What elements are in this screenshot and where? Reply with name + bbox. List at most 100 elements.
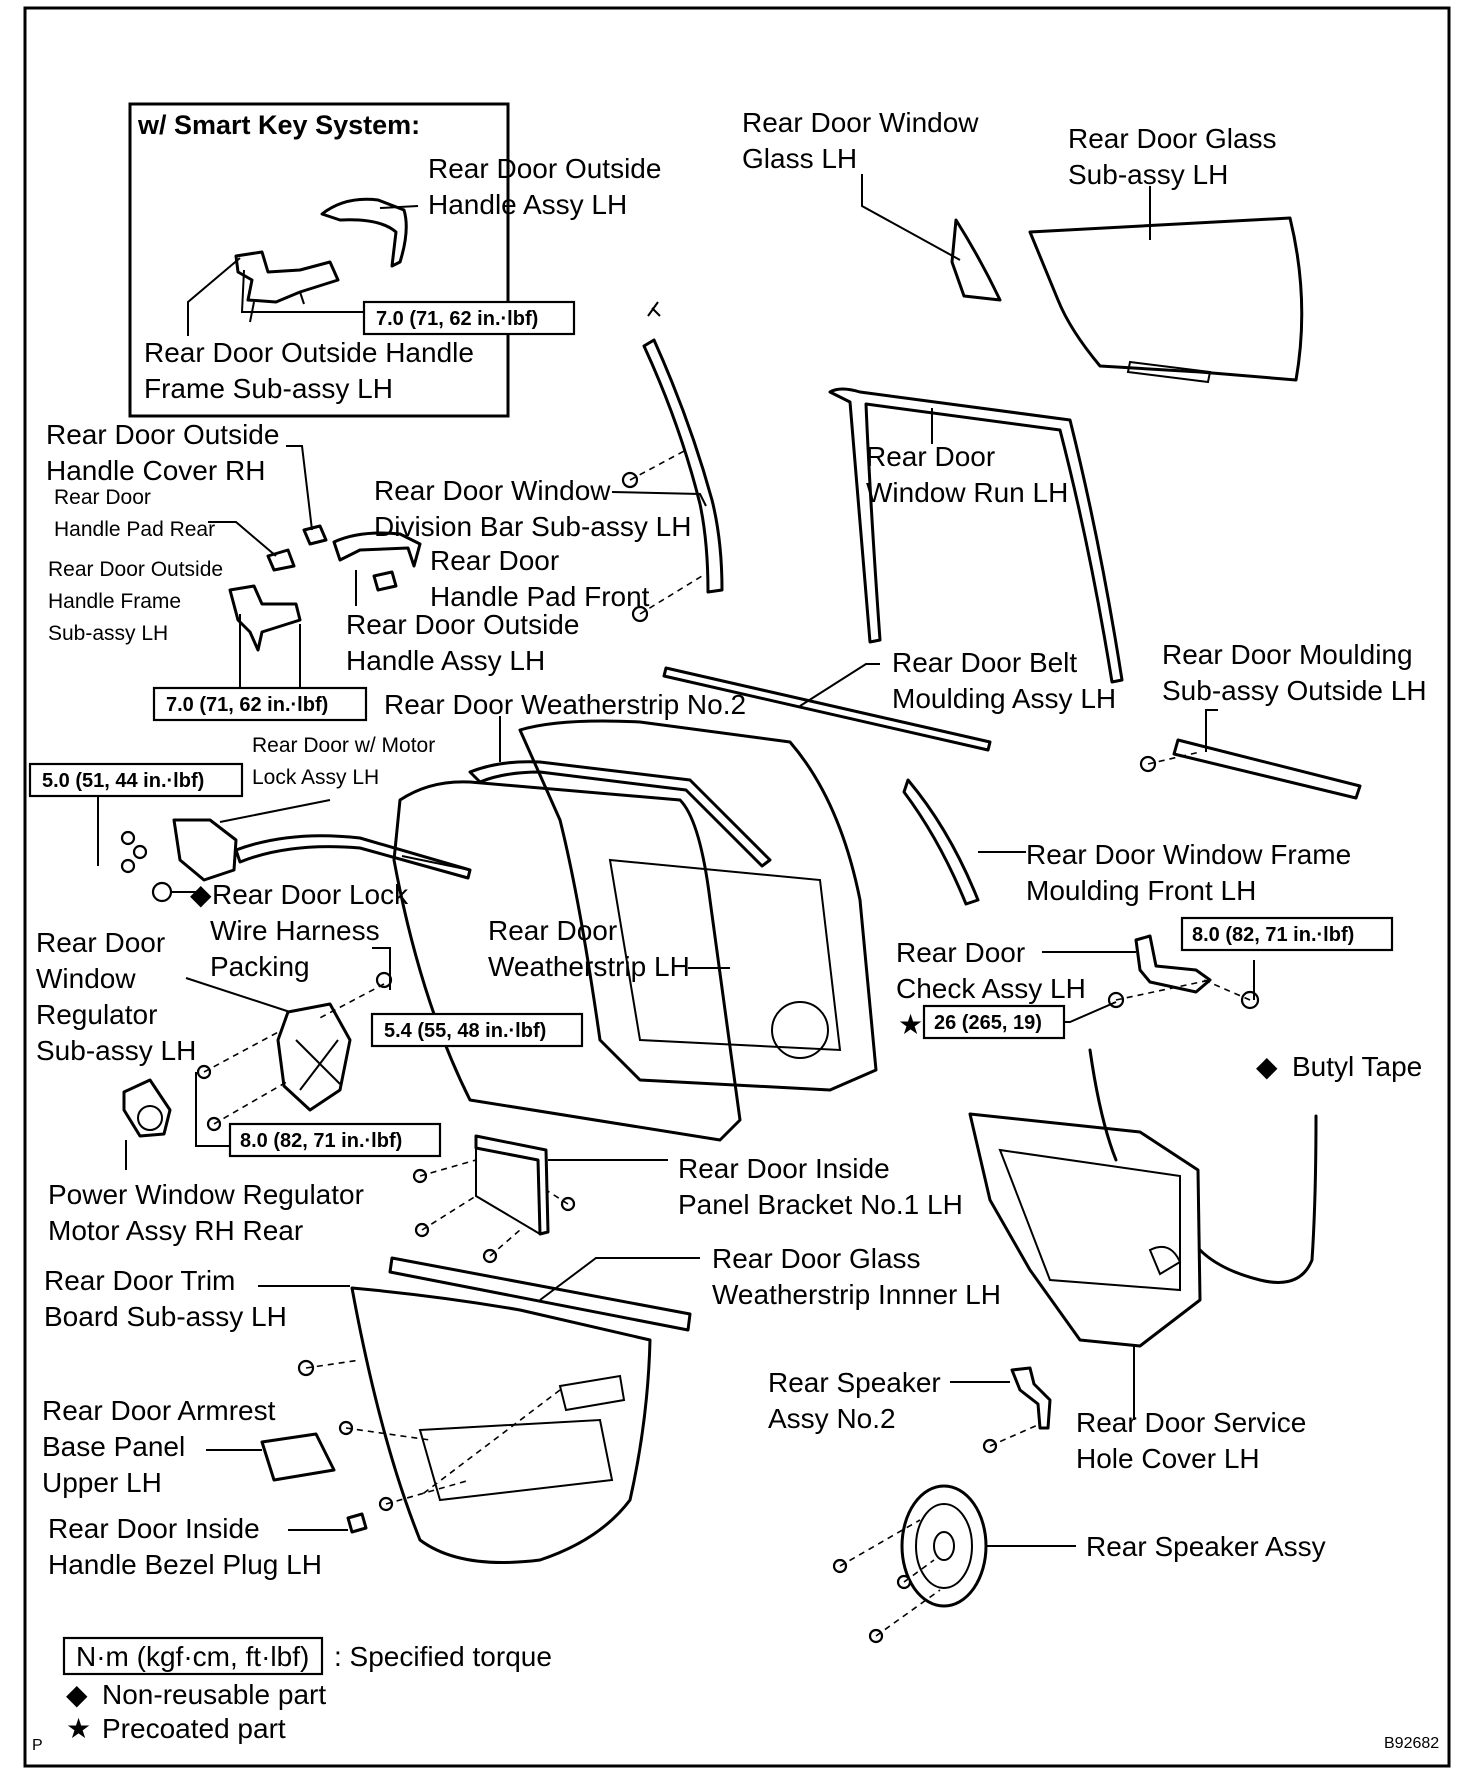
label-pad-front: Rear Door — [430, 545, 559, 576]
packing-icon — [151, 881, 173, 903]
frame-moulding-icon — [902, 778, 980, 906]
pad-front-icon — [372, 570, 398, 592]
precoated-marker: ★ — [898, 1009, 923, 1040]
label-trim-board: Board Sub-assy LH — [44, 1301, 287, 1332]
smart-key-title: w/ Smart Key System: — [137, 110, 420, 140]
label-belt-moulding: Rear Door Belt — [892, 647, 1077, 678]
sk-frame-lead — [240, 269, 364, 313]
torque-regulator-bottom: 8.0 (82, 71 in.·lbf) — [240, 1130, 402, 1152]
label-weatherstrip-no2: Rear Door Weatherstrip No.2 — [384, 689, 746, 720]
label-outside-handle: Rear Door Outside — [346, 609, 579, 640]
label-bezel-plug: Handle Bezel Plug LH — [48, 1549, 322, 1580]
label-motor-lock: Rear Door w/ Motor — [252, 734, 435, 757]
label-pad-rear: Handle Pad Rear — [54, 518, 215, 541]
speaker-no2-icon — [1010, 1366, 1052, 1430]
label-pw-motor: Power Window Regulator — [48, 1179, 364, 1210]
label-division-bar: Rear Door Window — [374, 475, 611, 506]
label-speaker-assy: Rear Speaker Assy — [1086, 1531, 1326, 1562]
corner-mark: P — [32, 1737, 43, 1754]
torque-box-sk — [362, 300, 576, 336]
label-window-run: Rear Door — [866, 441, 995, 472]
label-glass-weatherstrip: Rear Door Glass — [712, 1243, 921, 1274]
legend-torque-text: : Specified torque — [334, 1641, 552, 1672]
legend-torque-box — [62, 1636, 324, 1676]
handle-frame-lead — [239, 614, 301, 689]
lock-assy-icon — [172, 818, 472, 882]
legend-precoated-text: Precoated part — [102, 1713, 286, 1744]
legend-nonreusable-symbol: ◆ — [66, 1679, 88, 1710]
label-sk-handle-frame: Frame Sub-assy LH — [144, 373, 393, 404]
label-pw-motor: Motor Assy RH Rear — [48, 1215, 303, 1246]
belt-moulding-icon — [662, 666, 992, 752]
regulator-torque-lead — [195, 1072, 232, 1147]
label-pad-front: Handle Pad Front — [430, 581, 650, 612]
legend-torque-unit: N·m (kgf·cm, ft·lbf) — [76, 1641, 309, 1672]
label-service-cover: Hole Cover LH — [1076, 1443, 1260, 1474]
label-handle-frame: Sub-assy LH — [48, 622, 168, 645]
trim-board-icon — [350, 1286, 652, 1564]
label-moulding-outside: Sub-assy Outside LH — [1162, 675, 1427, 706]
leader-lines — [125, 174, 1255, 1547]
armrest-icon — [260, 1432, 336, 1482]
label-window-run: Window Run LH — [866, 477, 1068, 508]
label-glass-subassy: Rear Door Glass — [1068, 123, 1277, 154]
check-assy-icon — [1134, 934, 1212, 994]
label-lock-wire: Wire Harness — [210, 915, 380, 946]
label-armrest: Base Panel — [42, 1431, 185, 1462]
label-service-cover: Rear Door Service — [1076, 1407, 1306, 1438]
label-panel-bracket: Panel Bracket No.1 LH — [678, 1189, 963, 1220]
label-armrest: Rear Door Armrest — [42, 1395, 276, 1426]
label-bezel-plug: Rear Door Inside — [48, 1513, 260, 1544]
label-speaker-no2: Assy No.2 — [768, 1403, 896, 1434]
handle-frame-icon — [228, 584, 302, 652]
label-panel-bracket: Rear Door Inside — [678, 1153, 890, 1184]
label-glass-weatherstrip: Weatherstrip Innner LH — [712, 1279, 1001, 1310]
torque-box-handle-frame — [152, 686, 368, 722]
window-run-icon — [828, 387, 1124, 684]
torque-regulator-top: 5.4 (55, 48 in.·lbf) — [384, 1020, 546, 1042]
handle-cover-icon — [302, 524, 328, 546]
label-check-assy: Check Assy LH — [896, 973, 1086, 1004]
label-pad-rear: Rear Door — [54, 486, 151, 509]
label-armrest: Upper LH — [42, 1467, 162, 1498]
label-butyl-tape: Butyl Tape — [1292, 1051, 1422, 1082]
torque-box-regulator-bottom — [228, 1122, 442, 1158]
lock-bolts — [120, 830, 148, 874]
label-handle-cover: Handle Cover RH — [46, 455, 265, 486]
moulding-outside-icon — [1172, 738, 1362, 800]
label-handle-frame: Handle Frame — [48, 590, 181, 613]
label-regulator: Rear Door — [36, 927, 165, 958]
label-moulding-outside: Rear Door Moulding — [1162, 639, 1413, 670]
label-motor-lock: Lock Assy LH — [252, 766, 379, 789]
sk-outside-handle-icon — [320, 197, 408, 268]
torque-box-check-top — [1180, 916, 1394, 952]
panel-bracket-icon — [474, 1134, 550, 1236]
label-weatherstrip: Rear Door — [488, 915, 617, 946]
label-window-glass: Glass LH — [742, 143, 857, 174]
label-sk-handle-frame: Rear Door Outside Handle — [144, 337, 474, 368]
label-weatherstrip: Weatherstrip LH — [488, 951, 690, 982]
pw-motor-icon — [122, 1078, 172, 1138]
torque-check-top: 8.0 (82, 71 in.·lbf) — [1192, 924, 1354, 946]
label-regulator: Regulator — [36, 999, 157, 1030]
butyl-tape-icon — [1088, 1048, 1318, 1284]
label-sk-outside-handle: Handle Assy LH — [428, 189, 627, 220]
torque-box-lock — [28, 762, 244, 798]
window-glass-icon — [950, 218, 1002, 302]
label-lock-wire: Packing — [210, 951, 310, 982]
label-sk-outside-handle: Rear Door Outside — [428, 153, 661, 184]
label-division-bar: Division Bar Sub-assy LH — [374, 511, 691, 542]
label-lock-wire: Rear Door Lock — [212, 879, 409, 910]
speaker-assy-icon — [900, 1484, 988, 1608]
glass-subassy-icon — [1028, 216, 1304, 382]
sk-frame-lead2 — [187, 257, 241, 336]
label-handle-cover: Rear Door Outside — [46, 419, 279, 450]
regulator-icon — [276, 1002, 352, 1112]
glass-weatherstrip-icon — [388, 1256, 692, 1332]
label-frame-moulding: Rear Door Window Frame — [1026, 839, 1351, 870]
torque-box-check-body — [922, 1004, 1066, 1040]
door-panel-icon — [518, 719, 878, 1092]
label-outside-handle: Handle Assy LH — [346, 645, 545, 676]
